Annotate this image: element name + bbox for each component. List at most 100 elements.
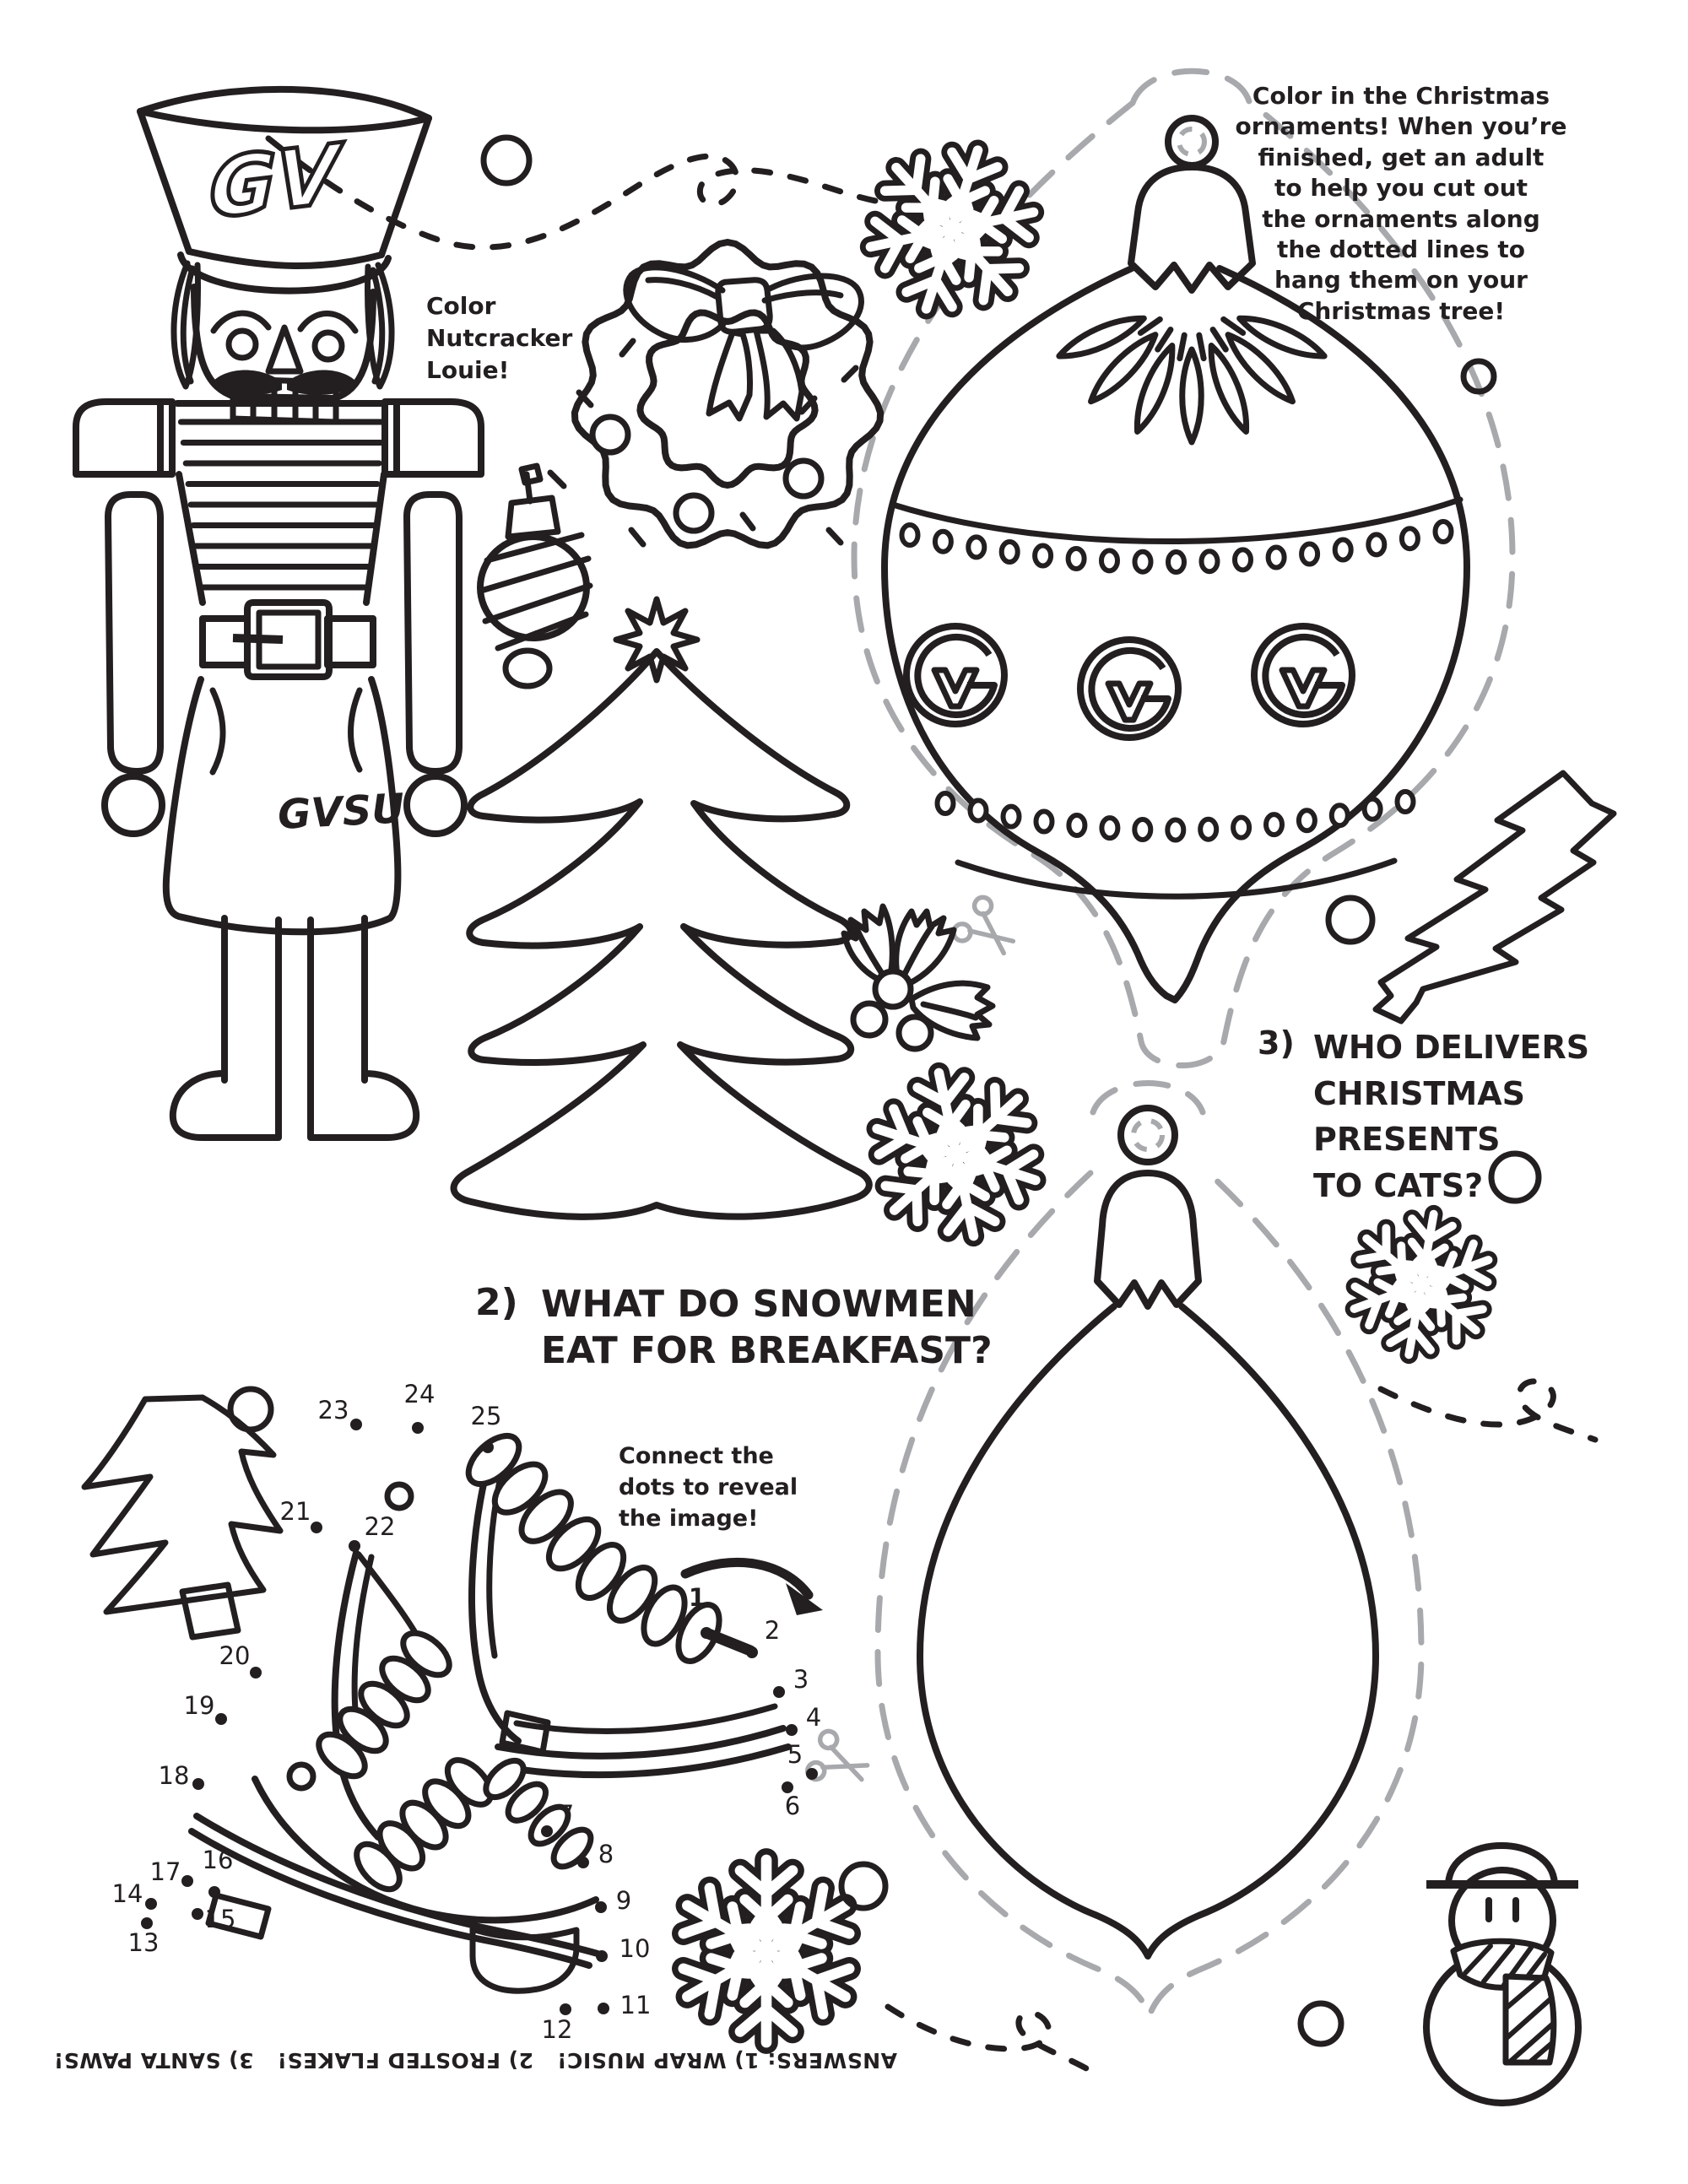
ice-skates-dot-to-dot	[188, 1433, 792, 1994]
dot-number: 9	[616, 1886, 631, 1915]
dot	[560, 2003, 571, 2015]
start-arrow	[680, 1557, 823, 1657]
berry	[782, 457, 825, 500]
ornament-cap	[1128, 164, 1256, 294]
dot-number: 24	[404, 1380, 436, 1408]
dot-number: 14	[112, 1879, 143, 1908]
connect-dots-instruction: Connect the dots to reveal the image!	[619, 1443, 798, 1532]
dot-number: 15	[205, 1905, 236, 1933]
question-3-text: WHO DELIVERS CHRISTMAS PRESENTS TO CATS?	[1313, 1029, 1590, 1205]
dot	[412, 1422, 424, 1434]
dot-number: 21	[280, 1497, 311, 1526]
gvsu-ornament-drawing	[851, 68, 1516, 1068]
dot	[782, 1781, 793, 1793]
dot-number: 16	[203, 1846, 234, 1874]
dot	[541, 1825, 553, 1837]
nutcracker-drawing: GV GVSU	[73, 85, 484, 1141]
needle-marks	[547, 338, 859, 548]
hanger-ring	[1165, 115, 1219, 169]
dot-number: 13	[128, 1928, 160, 1957]
dot-number: 7	[559, 1800, 574, 1829]
dot	[596, 1950, 608, 1962]
blank-ornament-drawing	[874, 1080, 1425, 2024]
ornament-cap	[1094, 1170, 1202, 1310]
wreath-drawing	[547, 239, 885, 549]
star-icon	[613, 596, 701, 684]
cut-line	[851, 68, 1516, 1068]
dot-number: 11	[620, 1991, 652, 2019]
dot	[192, 1908, 203, 1920]
bead-row	[899, 519, 1454, 575]
torso-stripes	[177, 419, 386, 591]
berry	[673, 492, 715, 534]
dot	[350, 1419, 362, 1430]
dot	[595, 1901, 607, 1913]
dot-number: 6	[785, 1792, 800, 1820]
dot	[806, 1768, 818, 1780]
dot-number: 3	[793, 1665, 809, 1694]
small-tree-left-drawing	[81, 1394, 284, 1641]
dot	[311, 1522, 322, 1533]
striped-ornament-drawing	[477, 462, 593, 651]
dot	[208, 1886, 220, 1898]
dot-number: 1	[689, 1583, 706, 1612]
dot	[701, 1627, 712, 1639]
snowflake-drawing	[857, 1056, 1056, 1254]
dot-number: 18	[159, 1761, 190, 1790]
dot	[786, 1724, 798, 1736]
dot-number: 23	[318, 1396, 349, 1424]
dot	[141, 1917, 153, 1929]
dot-number: 12	[542, 2015, 573, 2044]
dot-number: 19	[184, 1691, 215, 1720]
dot	[598, 2003, 609, 2014]
cut-line	[874, 1080, 1425, 2024]
dot-number: 10	[619, 1934, 651, 1963]
dot	[181, 1875, 193, 1887]
dot	[577, 1857, 589, 1868]
christmas-tree-drawing	[450, 596, 873, 1220]
hanger-ring	[1117, 1105, 1178, 1165]
dot-number: 20	[219, 1641, 251, 1670]
scissors-icon	[950, 894, 1024, 967]
holly-drawing	[841, 903, 996, 1052]
scattered-circles	[227, 134, 1542, 2047]
scissors-icon	[805, 1728, 874, 1796]
question-2-number: 2)	[475, 1281, 518, 1324]
dot-number: 2	[765, 1616, 780, 1645]
dot-number: 5	[787, 1740, 803, 1769]
snowflake-drawing	[674, 1860, 858, 2042]
answers-upside-down: ANSWERS: 1) WRAP MUSIC! 2) FROSTED FLAKE…	[53, 2048, 897, 2073]
g-logo	[906, 626, 1004, 724]
dot-number: 8	[598, 1840, 614, 1868]
dot-number: 4	[806, 1703, 821, 1732]
dot	[773, 1686, 785, 1698]
dotted-trail	[265, 135, 1599, 2076]
snowflake-drawing	[847, 124, 1058, 334]
ornament-body	[917, 1303, 1379, 1960]
dot	[250, 1667, 262, 1679]
dot	[349, 1540, 360, 1552]
small-tree-right-drawing	[1372, 770, 1617, 1024]
snowflake-drawing	[1338, 1202, 1505, 1367]
dot	[192, 1778, 204, 1790]
dot	[145, 1898, 157, 1910]
dot	[215, 1713, 227, 1725]
bow	[623, 264, 864, 422]
ornament-rays	[1056, 315, 1328, 446]
berry	[589, 414, 631, 456]
ornament-body	[881, 265, 1470, 1003]
hat-logo: GV	[209, 125, 345, 237]
bead-row	[934, 789, 1416, 843]
question-3-number: 3)	[1258, 1024, 1295, 1062]
g-logo	[1080, 640, 1178, 738]
dot-number: 17	[150, 1857, 181, 1886]
nutcracker-caption: Color Nutcracker Louie!	[426, 292, 573, 385]
skirt-logo: GVSU	[277, 785, 406, 839]
dot-to-dot-numbers: 1234567891011121314151617181920212223242…	[112, 1380, 822, 2044]
snowman-drawing	[1423, 1842, 1582, 2106]
dot	[482, 1441, 494, 1453]
dot-number: 25	[471, 1402, 502, 1430]
ornament-instructions: Color in the Christmas ornaments! When y…	[1235, 82, 1567, 325]
